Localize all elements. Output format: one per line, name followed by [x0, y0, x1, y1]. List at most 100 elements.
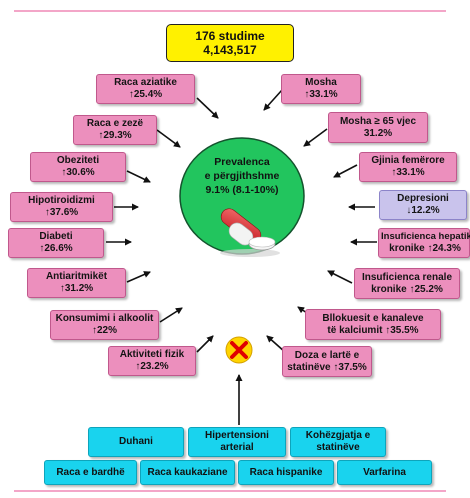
- arrow-physical: [196, 335, 214, 353]
- no-effect-label: Kohëzgjatja e statinëve: [305, 430, 371, 453]
- factor-label-2: kronike: [371, 283, 407, 295]
- prevalence-title-2: e përgjithshme: [204, 170, 280, 182]
- arrow-age: [263, 89, 283, 111]
- factor-value: 37.6%: [49, 207, 79, 218]
- no-effect-smoking: Duhani: [88, 427, 184, 457]
- factor-label: Antiaritmikët: [45, 271, 108, 282]
- no-effect-warfarin: Varfarina: [337, 460, 432, 485]
- no-effect-label: Duhani: [119, 436, 153, 447]
- up-arrow-icon: ↑: [44, 207, 50, 218]
- factor-calcium-channel-blockers: Bllokuesit e kanaleve të kalciumit ↑35.5…: [305, 309, 441, 340]
- prevalence-title-1: Prevalenca: [214, 156, 270, 168]
- factor-alcohol: Konsumimi i alkoolit ↑22%: [50, 310, 159, 340]
- factor-race-asian: Raca aziatike ↑25.4%: [96, 74, 195, 104]
- no-effect-caucasian-race: Raca kaukaziane: [140, 460, 235, 485]
- arrow-obesity: [126, 170, 151, 183]
- factor-label: Raca aziatike: [114, 77, 177, 88]
- arrow-female: [333, 164, 358, 178]
- up-arrow-icon: ↑: [391, 167, 397, 178]
- factor-label-2: të kalciumit: [327, 324, 383, 336]
- factor-value: 22%: [96, 325, 117, 336]
- factor-age-65: Mosha ≥ 65 vjec 31.2%: [328, 112, 428, 143]
- no-effect-label: Raca e bardhë: [56, 466, 125, 478]
- no-effect-label: Varfarina: [363, 466, 406, 478]
- factor-label: Depresioni: [397, 193, 449, 204]
- factor-label: Mosha ≥ 65 vjec: [339, 115, 417, 127]
- no-effect-label: Hipertensioni arterial: [205, 430, 269, 453]
- factor-label: Hipotiroidizmi: [28, 195, 95, 206]
- factor-value: 33.1%: [396, 167, 425, 178]
- factor-hepatic: Insuficienca hepatike kronike ↑24.3%: [378, 228, 470, 258]
- factor-value: 37.5%: [338, 361, 367, 373]
- bottom-rule: [14, 490, 446, 492]
- factor-value: 24.3%: [432, 243, 461, 254]
- factor-depression: Depresioni ↓12.2%: [379, 190, 467, 220]
- factor-label: Doza e lartë e: [294, 349, 360, 361]
- factor-value: 35.5%: [390, 324, 419, 336]
- arrow-alcohol: [159, 307, 183, 323]
- arrow-race-asian: [196, 97, 219, 119]
- factor-label: Gjinia femërore: [371, 155, 445, 166]
- factor-value: 29.3%: [103, 130, 132, 141]
- factor-label: Insuficienca hepatike: [381, 231, 470, 242]
- up-arrow-icon: ↑: [385, 324, 391, 336]
- factor-female: Gjinia femërore ↑33.1%: [359, 152, 457, 182]
- down-arrow-icon: ↓: [406, 205, 412, 216]
- factor-antiarrhythmics: Antiaritmikët ↑31.2%: [27, 268, 126, 298]
- no-effect-label: Raca hispanike: [249, 466, 323, 478]
- arrow-race-black: [156, 129, 181, 148]
- factor-value: 33.1%: [309, 89, 338, 100]
- factor-hypothyroidism: Hipotiroidizmi ↑37.6%: [10, 192, 113, 222]
- factor-obesity: Obeziteti ↑30.6%: [30, 152, 126, 182]
- factor-label: Raca e zezë: [86, 118, 144, 129]
- no-effect-hypertension: Hipertensioni arterial: [188, 427, 286, 457]
- factor-physical-activity: Aktiviteti fizik ↑23.2%: [108, 346, 196, 376]
- prevalence-text: Prevalenca e përgjithshme 9.1% (8.1-10%): [199, 155, 285, 197]
- up-arrow-icon: ↑: [304, 89, 310, 100]
- up-arrow-icon: ↑: [128, 89, 134, 100]
- factor-age: Mosha ↑33.1%: [281, 74, 361, 104]
- no-effect-statin-duration: Kohëzgjatja e statinëve: [290, 427, 386, 457]
- no-effect-label: Raca kaukaziane: [147, 466, 228, 478]
- factor-value: 25.2%: [414, 283, 443, 295]
- up-arrow-icon: ↑: [333, 361, 339, 373]
- factor-value: 26.6%: [44, 243, 73, 254]
- factor-value: 12.2%: [411, 205, 440, 216]
- up-arrow-icon: ↑: [135, 361, 141, 372]
- top-rule: [14, 10, 446, 12]
- no-association-icon: [225, 336, 253, 364]
- factor-statin-dose: Doza e lartë e statinëve ↑37.5%: [282, 346, 372, 377]
- factor-label: Obeziteti: [56, 155, 100, 166]
- no-effect-hispanic-race: Raca hispanike: [238, 460, 334, 485]
- up-arrow-icon: ↑: [39, 243, 45, 254]
- study-count: 176 studime: [195, 29, 265, 43]
- factor-label-2: kronike: [389, 243, 425, 254]
- up-arrow-icon: ↑: [91, 325, 97, 336]
- arrow-antiarrhythmics: [126, 271, 151, 283]
- up-arrow-icon: ↑: [98, 130, 104, 141]
- factor-label: Bllokuesit e kanaleve: [322, 312, 424, 324]
- factor-value: 31.2%: [64, 283, 94, 294]
- up-arrow-icon: ↑: [61, 167, 67, 178]
- up-arrow-icon: ↑: [427, 243, 433, 254]
- factor-value: 25.4%: [133, 89, 163, 100]
- participant-count: 4,143,517: [203, 43, 257, 57]
- study-summary-box: 176 studime 4,143,517: [166, 24, 294, 62]
- pill-icon: [220, 208, 280, 257]
- factor-label: Insuficienca renale: [361, 271, 453, 283]
- factor-label-2: statinëve: [287, 361, 331, 373]
- arrow-renal: [327, 270, 353, 284]
- factor-diabetes: Diabeti ↑26.6%: [8, 228, 104, 258]
- factor-value: 23.2%: [140, 361, 169, 372]
- factor-race-black: Raca e zezë ↑29.3%: [73, 115, 157, 145]
- factor-label: Konsumimi i alkoolit: [55, 313, 154, 324]
- prevalence-value: 9.1% (8.1-10%): [205, 184, 279, 196]
- factor-label: Mosha: [305, 77, 337, 88]
- arrow-age65: [303, 128, 328, 147]
- factor-renal: Insuficienca renale kronike ↑25.2%: [354, 268, 460, 299]
- factor-label: Diabeti: [39, 231, 73, 242]
- no-effect-white-race: Raca e bardhë: [44, 460, 137, 485]
- factor-label: Aktiviteti fizik: [119, 349, 185, 360]
- up-arrow-icon: ↑: [59, 283, 65, 294]
